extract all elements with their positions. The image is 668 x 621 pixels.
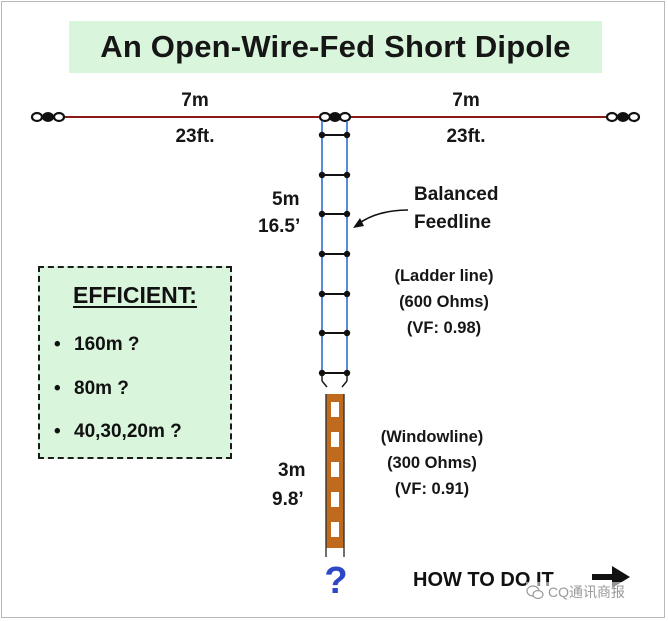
question-mark: ? xyxy=(324,560,348,602)
end-insulator-icon xyxy=(605,111,641,123)
window-type-label: (Windowline) xyxy=(380,428,484,446)
center-insulator-icon xyxy=(318,111,352,123)
end-insulator-icon xyxy=(30,111,66,123)
wechat-icon xyxy=(526,584,544,599)
title-banner: An Open-Wire-Fed Short Dipole xyxy=(69,21,602,73)
left-leg-length-feet: 23ft. xyxy=(175,126,215,147)
window-length-feet: 9.8’ xyxy=(272,489,304,510)
ladder-impedance-label: (600 Ohms) xyxy=(399,293,489,311)
ladder-rung-node xyxy=(318,290,326,298)
feedline-callout-arrow xyxy=(357,209,409,225)
band-label: 80m ? xyxy=(74,378,129,399)
diagram-title: An Open-Wire-Fed Short Dipole xyxy=(100,29,571,64)
ladder-rung-node xyxy=(343,250,351,258)
ladder-rung-node xyxy=(343,329,351,337)
ladder-rung-node xyxy=(343,369,351,377)
ladder-rung-node xyxy=(318,210,326,218)
windowline-window xyxy=(331,462,339,477)
feedline-callout-arrowhead xyxy=(353,218,364,228)
window-line xyxy=(325,394,345,557)
transition-neck-left xyxy=(321,380,328,388)
window-impedance-label: (300 Ohms) xyxy=(387,454,477,472)
feedline-callout-line1: Balanced xyxy=(414,184,499,205)
ladder-rung-node xyxy=(343,210,351,218)
transition-neck-right xyxy=(341,380,348,388)
window-vf-label: (VF: 0.91) xyxy=(394,480,470,498)
list-item: • 160m ? xyxy=(54,334,139,356)
watermark: CQ通讯商报 xyxy=(526,582,625,602)
efficient-heading: EFFICIENT: xyxy=(73,282,197,308)
efficient-box: EFFICIENT: • 160m ? • 80m ? • 40,30,20m ? xyxy=(38,266,232,459)
ladder-rung-node xyxy=(318,250,326,258)
ladder-length-feet: 16.5’ xyxy=(258,216,301,237)
window-length-metric: 3m xyxy=(278,460,306,481)
list-item: • 80m ? xyxy=(54,378,129,400)
windowline-window xyxy=(331,522,339,537)
how-to-do-it-link[interactable]: HOW TO DO IT xyxy=(413,569,554,591)
bullet-icon: • xyxy=(54,334,61,355)
feedline-callout-line2: Feedline xyxy=(414,212,492,233)
band-label: 40,30,20m ? xyxy=(74,421,182,442)
left-leg-length-metric: 7m xyxy=(181,90,209,111)
windowline-window xyxy=(331,492,339,507)
watermark-text: CQ通讯商报 xyxy=(548,584,625,600)
ladder-rung-node xyxy=(343,171,351,179)
right-leg-length-metric: 7m xyxy=(452,90,480,111)
ladder-line xyxy=(318,121,351,388)
ladder-rung-node xyxy=(343,290,351,298)
ladder-type-label: (Ladder line) xyxy=(394,267,494,285)
right-leg-length-feet: 23ft. xyxy=(446,126,486,147)
windowline-window xyxy=(331,402,339,417)
windowline-window xyxy=(331,432,339,447)
ladder-rung-node xyxy=(318,369,326,377)
ladder-length-metric: 5m xyxy=(272,189,300,210)
band-label: 160m ? xyxy=(74,334,140,355)
ladder-rung-node xyxy=(318,329,326,337)
bullet-icon: • xyxy=(54,421,61,442)
ladder-rung-node xyxy=(343,131,351,139)
ladder-rung-node xyxy=(318,131,326,139)
ladder-rung-node xyxy=(318,171,326,179)
bullet-icon: • xyxy=(54,378,61,399)
list-item: • 40,30,20m ? xyxy=(54,421,182,443)
ladder-vf-label: (VF: 0.98) xyxy=(406,319,482,337)
